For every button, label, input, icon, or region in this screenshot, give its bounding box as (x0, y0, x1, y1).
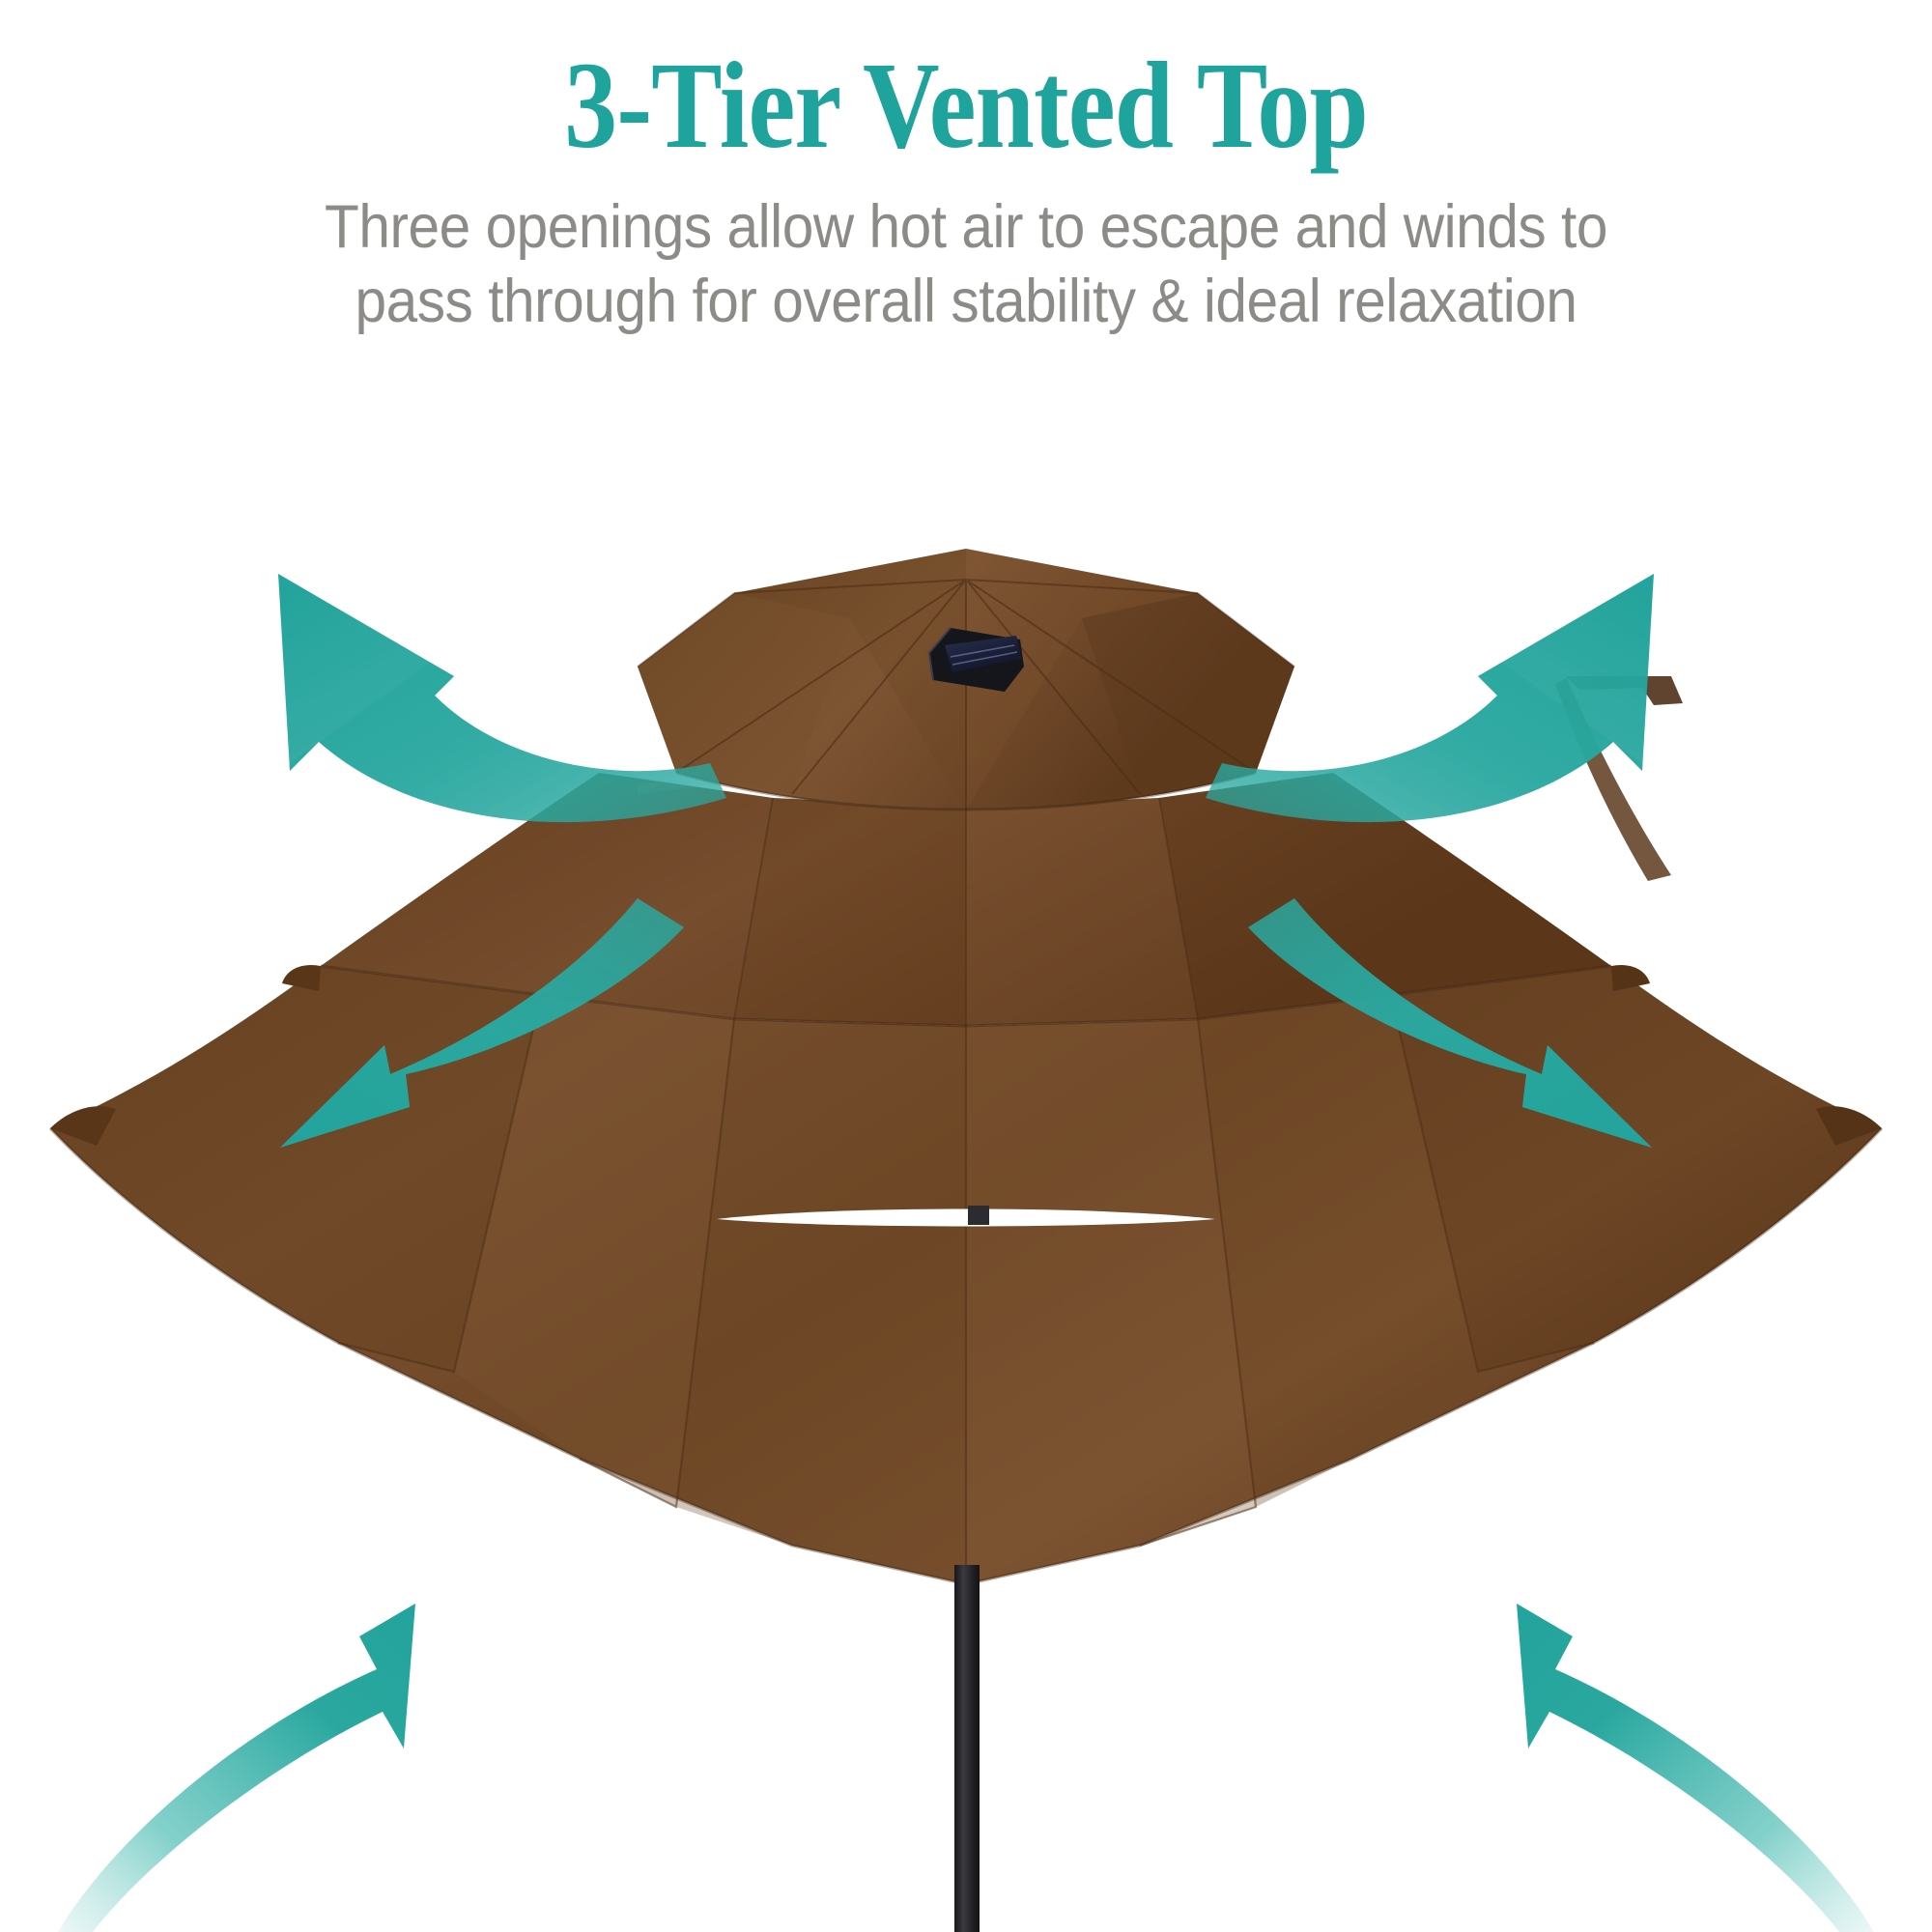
page-title: 3-Tier Vented Top (564, 37, 1369, 174)
page-subtitle: Three openings allow hot air to escape a… (157, 190, 1775, 340)
arrow-mid-right (1248, 898, 1652, 1148)
arrow-mid-left (280, 898, 684, 1148)
umbrella-pole-lower (954, 1565, 980, 1932)
arrow-bottom-left (58, 1604, 415, 1932)
arrow-top-left (278, 574, 726, 823)
arrow-top-right (1206, 574, 1654, 823)
page-subtitle-line-2: pass through for overall stability & ide… (355, 268, 1577, 336)
canopy-tier-bottom (48, 966, 1884, 1586)
arrow-bottom-right (1517, 1604, 1874, 1932)
vent-opening-lower (717, 1206, 1215, 1227)
solar-cell-surface (945, 636, 1022, 672)
solar-panel-fixture (927, 627, 1024, 692)
header-block: 3-Tier Vented Top Three openings allow h… (0, 0, 1932, 340)
page-subtitle-line-1: Three openings allow hot air to escape a… (325, 192, 1607, 261)
